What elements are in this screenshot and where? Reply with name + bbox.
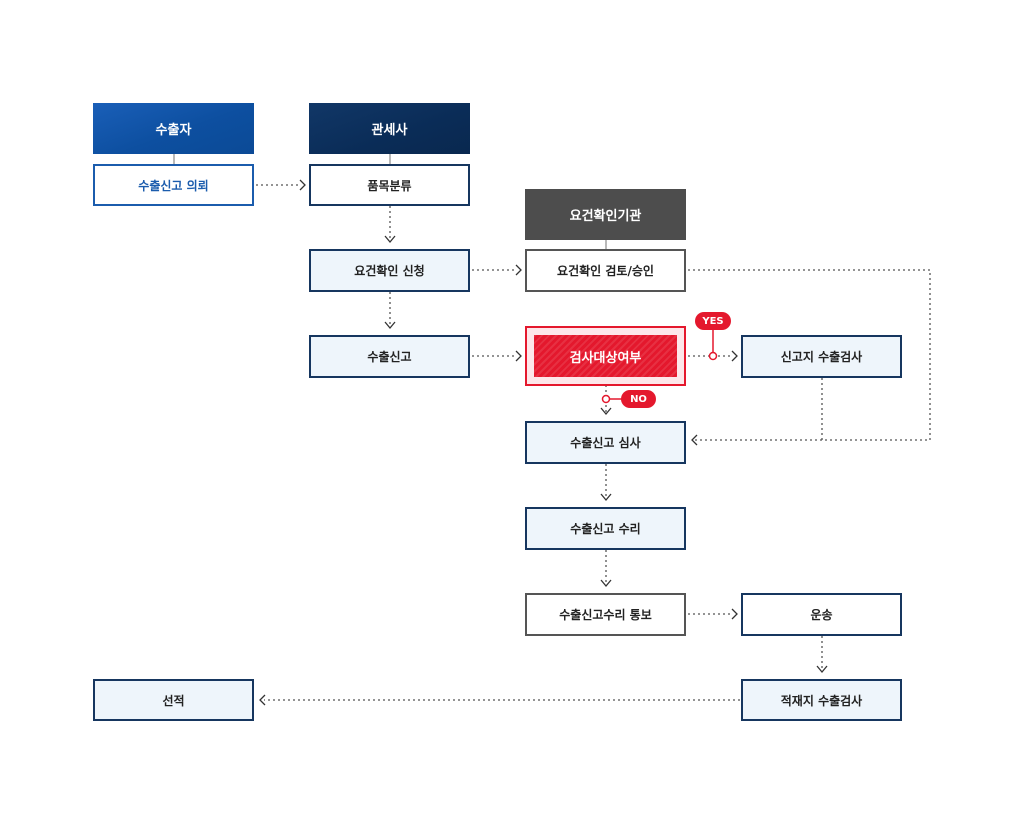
arrowhead-down <box>600 579 612 588</box>
no-badge: NO <box>621 390 656 408</box>
arrowhead-left <box>691 434 698 446</box>
arrowhead-right <box>299 179 306 191</box>
exporter-header: 수출자 <box>93 103 254 154</box>
export-declaration-step: 수출신고 <box>309 335 470 378</box>
export-request-step: 수출신고 의뢰 <box>93 164 254 206</box>
conn-review-to-examination <box>688 269 931 441</box>
declaration-site-inspection-step: 신고지 수출검사 <box>741 335 902 378</box>
requirement-agency-header: 요건확인기관 <box>525 189 686 240</box>
item-classification-step: 품목분류 <box>309 164 470 206</box>
declaration-acceptance-step: 수출신고 수리 <box>525 507 686 550</box>
arrowhead-right <box>515 350 522 362</box>
arrowhead-down <box>816 665 828 674</box>
arrowhead-down <box>384 235 396 244</box>
acceptance-notice-step: 수출신고수리 통보 <box>525 593 686 636</box>
no-marker-dot <box>601 394 611 404</box>
yes-marker-dot <box>708 351 718 361</box>
transport-step: 운송 <box>741 593 902 636</box>
declaration-examination-step: 수출신고 심사 <box>525 421 686 464</box>
arrowhead-down <box>600 407 612 416</box>
yes-badge: YES <box>695 312 731 330</box>
loading-site-inspection-step: 적재지 수출검사 <box>741 679 902 721</box>
shipment-step: 선적 <box>93 679 254 721</box>
arrowhead-left <box>259 694 266 706</box>
requirement-application-step: 요건확인 신청 <box>309 249 470 292</box>
requirement-review-step: 요건확인 검토/승인 <box>525 249 686 292</box>
inspection-decision-step: 검사대상여부 <box>534 335 677 377</box>
arrowhead-right <box>515 264 522 276</box>
arrowhead-down <box>600 493 612 502</box>
arrowhead-down <box>384 321 396 330</box>
arrowhead-right <box>731 350 738 362</box>
arrowhead-right <box>731 608 738 620</box>
customs-broker-header: 관세사 <box>309 103 470 154</box>
